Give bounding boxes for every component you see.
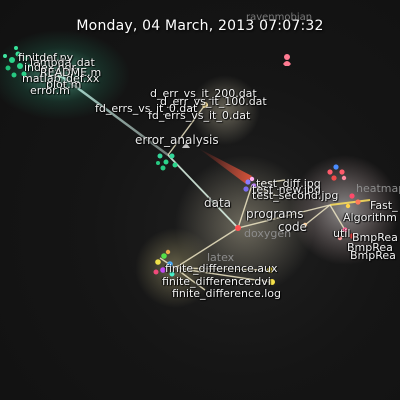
file-label: Fast_	[370, 199, 398, 212]
edge-hub-to-data-files	[237, 184, 253, 229]
edge-latex-a	[174, 267, 271, 271]
error-analysis-nodes	[156, 153, 178, 171]
edge-code-a	[329, 199, 371, 206]
file-label: index.hdr	[24, 61, 77, 74]
dat-node	[202, 102, 208, 108]
edge-error-analysis-to-data	[167, 154, 239, 229]
date-time-display: Monday, 04 March, 2013 07:07:32	[76, 18, 324, 34]
edge-data-a	[251, 179, 286, 186]
code-glow	[290, 155, 400, 265]
file-label: finite_difference.log	[172, 287, 282, 300]
file-label: BmpRea	[347, 241, 393, 254]
file-label: test_second.jpg	[252, 189, 339, 202]
user-avatar-icon	[283, 54, 291, 66]
file-label: finite_difference.dvi	[162, 275, 271, 288]
file-label: plot.m	[46, 78, 82, 91]
edge-data-to-error	[167, 104, 206, 156]
username-label: ravenmobian	[246, 12, 313, 23]
edge-latex-c	[174, 267, 206, 291]
edges	[59, 74, 371, 291]
file-label: fd_errs_vs_it_0.dat	[95, 102, 198, 115]
file-label: test_diff.jpg	[256, 177, 321, 190]
dir-label-latex: latex	[207, 251, 235, 264]
file-label: finite_difference.aux	[165, 262, 278, 275]
file-label: d_err_vs_it_100.dat	[160, 95, 267, 108]
dir-label-util: util	[333, 227, 351, 240]
red-beam	[198, 148, 252, 184]
dir-label-code: code	[278, 220, 307, 234]
edge-latex-b	[174, 267, 271, 283]
hub-node	[235, 225, 241, 231]
dir-label-data: data	[204, 196, 232, 210]
edge-hub-to-latex	[174, 227, 239, 269]
file-label: matlab_def.xx	[22, 72, 100, 85]
latex-nodes	[153, 249, 275, 285]
dir-label-error-analysis: error_analysis	[135, 133, 219, 147]
cursor-icon	[182, 142, 190, 148]
file-label: BmpRea	[352, 231, 398, 244]
file-label: error.m	[30, 84, 70, 97]
top-node-cluster	[3, 46, 63, 78]
dat-glow	[190, 75, 260, 145]
data-files-nodes	[243, 176, 257, 192]
edge-hub-to-code	[237, 204, 331, 229]
edge-code-c	[304, 204, 331, 226]
file-label: README.m	[40, 66, 102, 79]
file-label: Algorithm	[343, 211, 397, 224]
file-label: fd_errs_vs_it_0.dat	[148, 109, 251, 122]
dir-label-programs: programs	[246, 207, 304, 221]
file-label: d_err_vs_it_200.dat	[150, 87, 257, 100]
dir-label-heatmap: heatmap	[356, 182, 400, 195]
dir-label-doxygen: doxygen	[244, 227, 292, 240]
file-label: finitdef.py	[18, 51, 74, 64]
top-cluster-glow	[0, 30, 130, 120]
file-label: lambda_dat	[30, 56, 95, 69]
code-nodes	[302, 164, 361, 241]
file-label: test_new.jpg	[252, 183, 321, 196]
edge-root-to-error-analysis	[59, 74, 169, 156]
file-label: BmpRea	[350, 249, 396, 262]
edge-code-b	[329, 204, 346, 231]
